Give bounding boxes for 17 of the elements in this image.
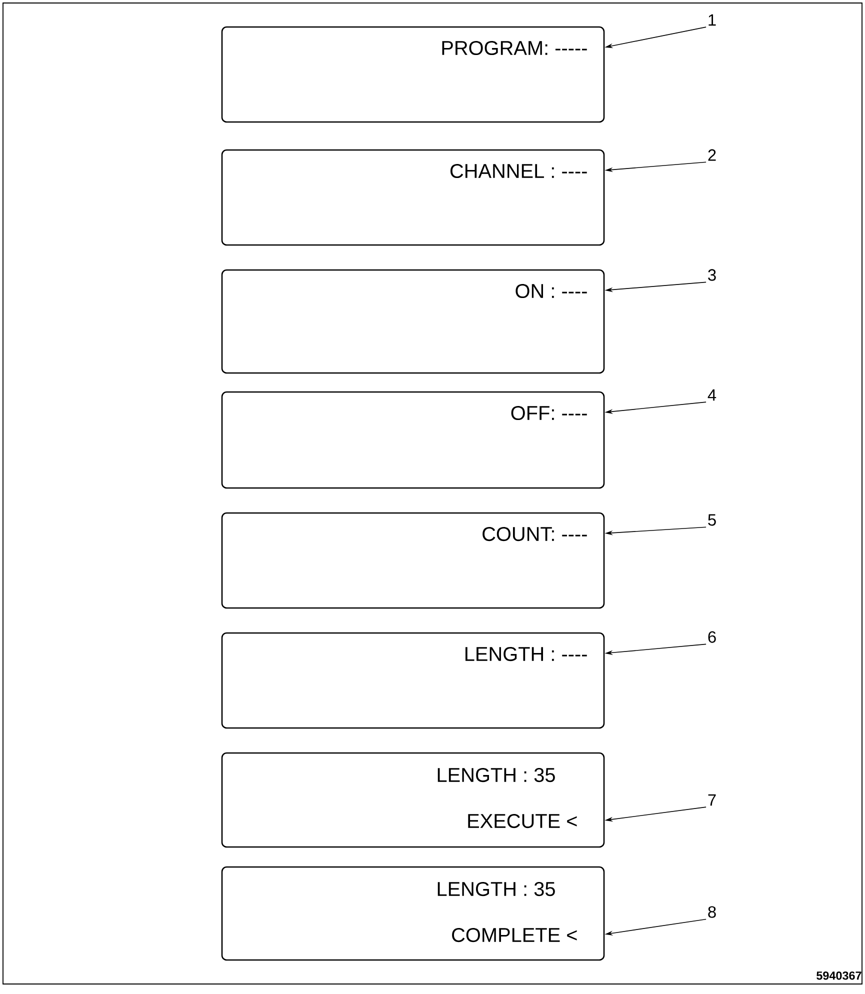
callout-number: 4	[708, 389, 716, 401]
display-box: ON : ----	[221, 269, 605, 374]
display-box: OFF: ----	[221, 391, 605, 489]
display-box: COUNT: ----	[221, 512, 605, 609]
figure-number: 5940367	[816, 971, 862, 980]
display-box: CHANNEL : ----	[221, 149, 605, 246]
callout-number: 5	[708, 514, 716, 526]
callout-number: 3	[708, 269, 716, 281]
callout-number: 7	[708, 794, 716, 806]
callout-number: 2	[708, 149, 716, 161]
callout-number: 8	[708, 906, 716, 918]
display-box: LENGTH : ----	[221, 632, 605, 729]
callout-number: 6	[708, 631, 716, 643]
display-box: PROGRAM: -----	[221, 26, 605, 123]
display-box: LENGTH : 35 EXECUTE <	[221, 752, 605, 848]
callout-number: 1	[708, 14, 716, 26]
display-box: LENGTH : 35 COMPLETE <	[221, 866, 605, 961]
